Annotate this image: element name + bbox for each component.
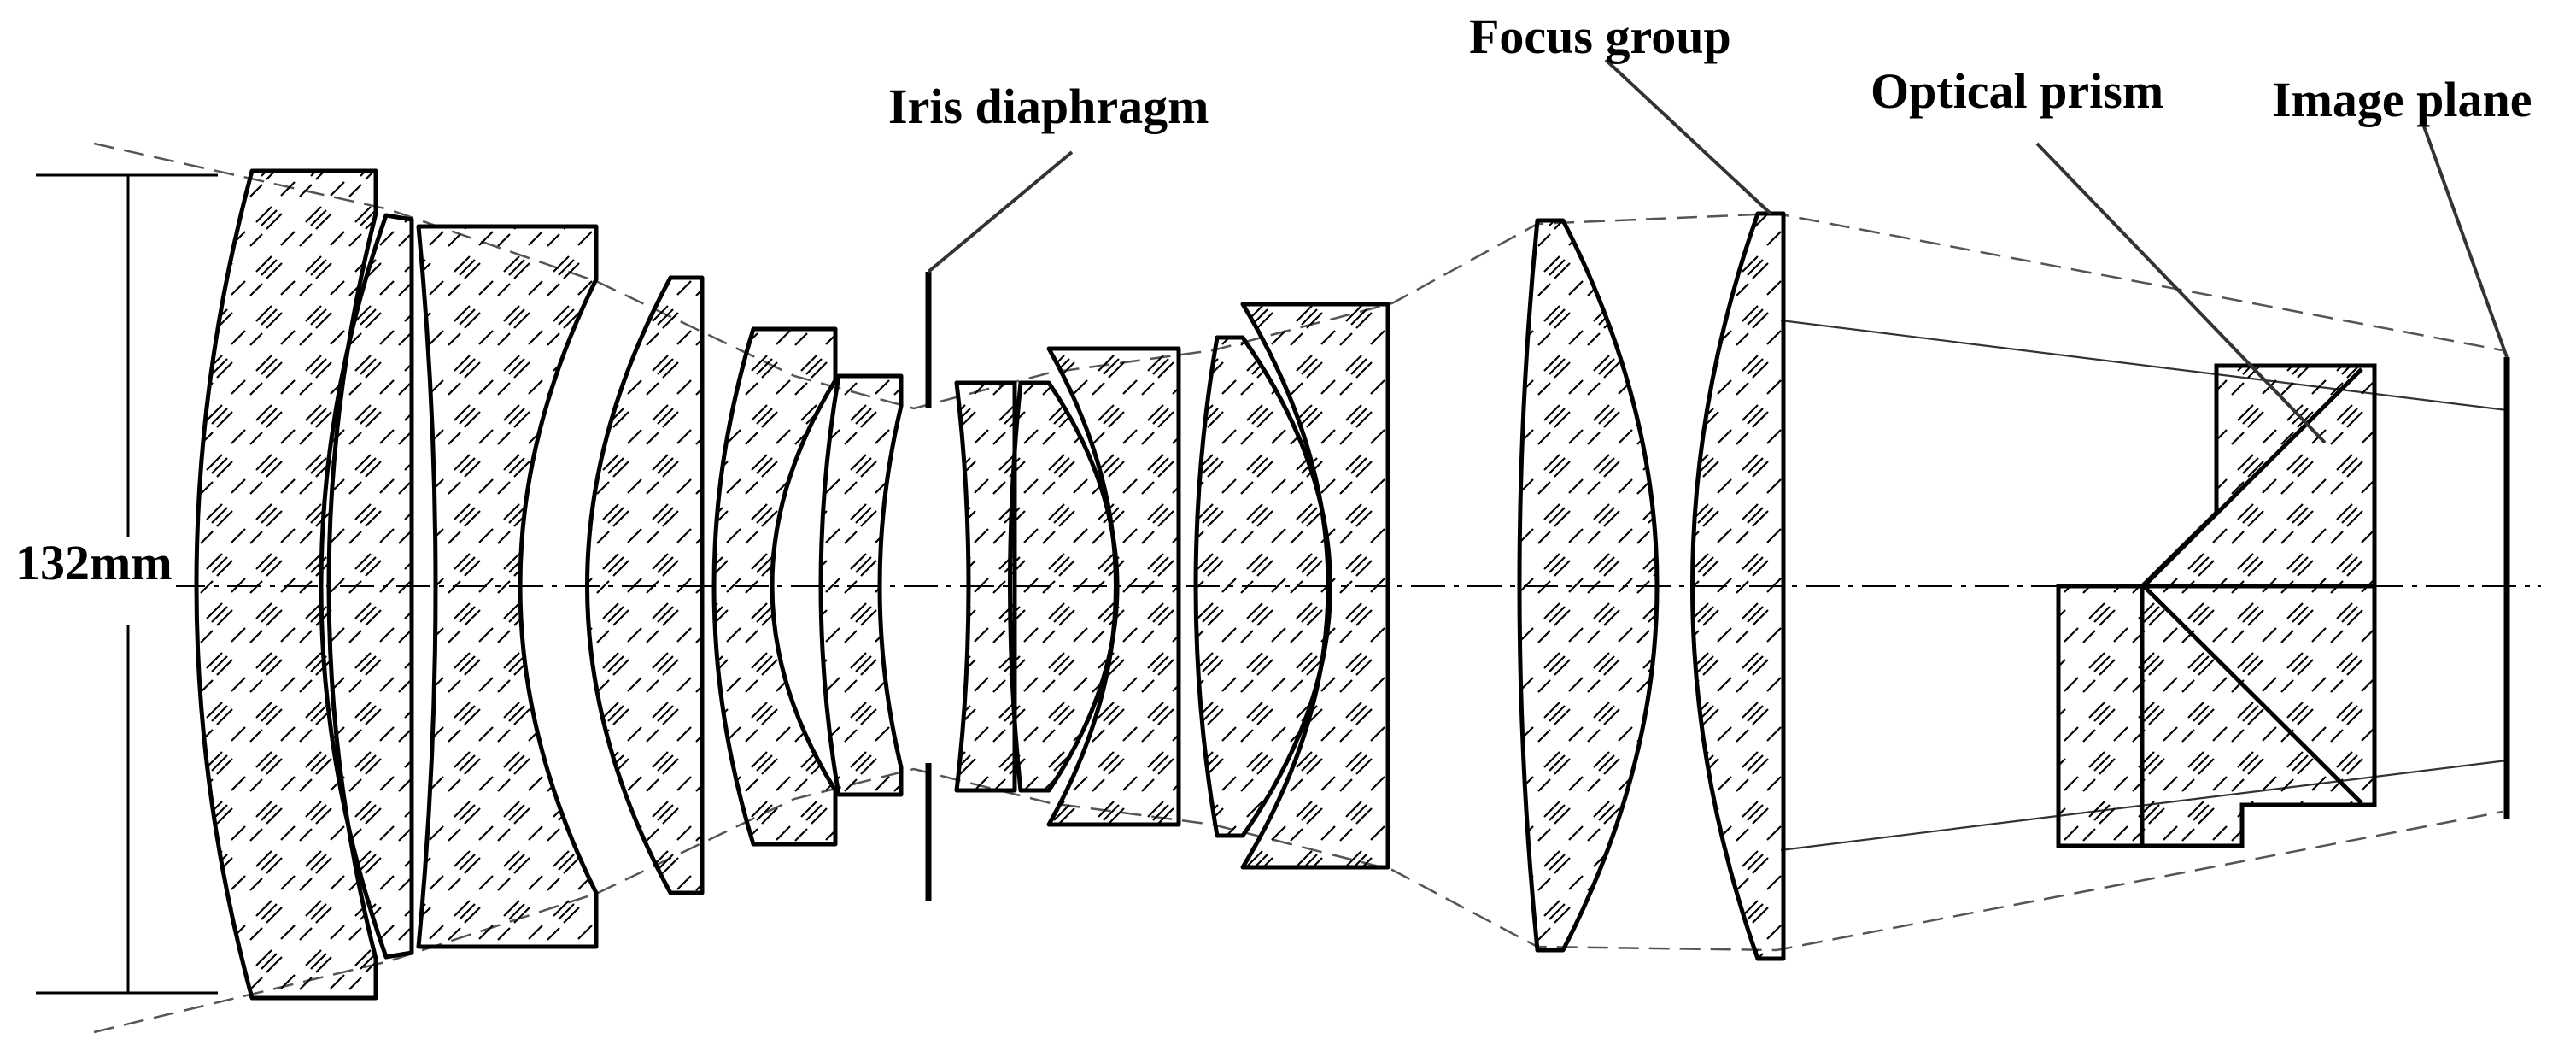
leader-prism	[2035, 142, 2327, 444]
lens-5	[711, 326, 838, 847]
leader-lines	[927, 58, 2509, 444]
label-iris-diaphragm: Iris diaphragm	[888, 79, 1209, 134]
optical-prism	[2056, 363, 2377, 848]
lens-9	[1046, 346, 1181, 827]
lens-7	[954, 380, 1017, 793]
lens-4	[585, 275, 705, 895]
prism-lower	[2056, 584, 2377, 848]
focus-lens-2	[1690, 211, 1786, 961]
lens-11	[1240, 302, 1390, 870]
label-aperture-dimension: 132mm	[12, 537, 176, 590]
lens-8	[1008, 380, 1120, 793]
lens-2	[319, 213, 414, 960]
label-optical-prism: Optical prism	[1871, 63, 2164, 119]
lens-6	[818, 373, 904, 797]
leader-focus	[1604, 58, 1772, 215]
leader-image-plane	[2422, 126, 2509, 358]
label-focus-group: Focus group	[1469, 9, 1731, 64]
focus-lens-1	[1517, 218, 1660, 953]
leader-iris	[927, 150, 1074, 273]
lens-elements	[194, 168, 1786, 1001]
label-image-plane: Image plane	[2272, 72, 2532, 127]
lens-3	[416, 224, 599, 949]
aperture-dimension	[36, 173, 218, 995]
